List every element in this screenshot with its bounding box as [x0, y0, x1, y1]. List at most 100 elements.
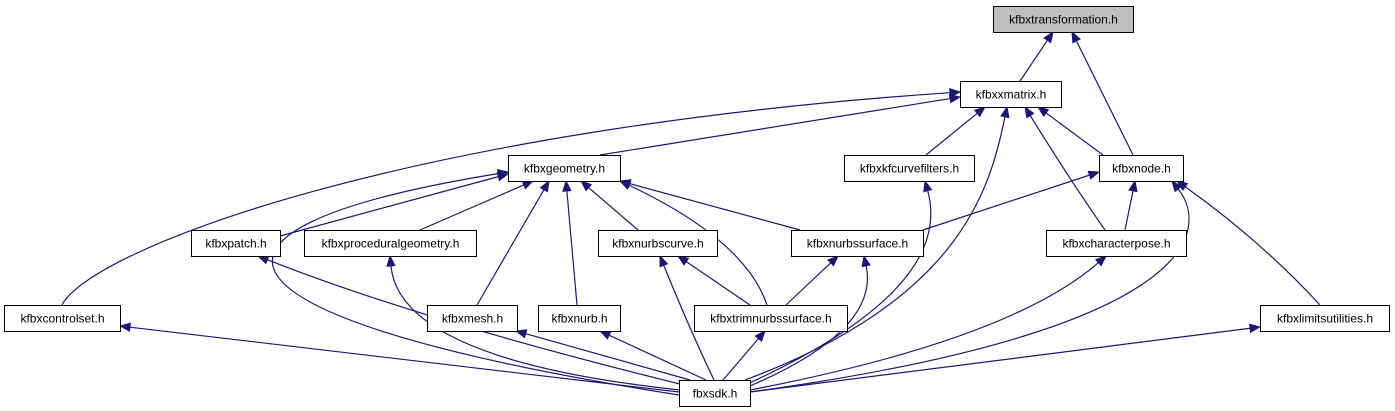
include-edge-kfbxtrimnurbssurface-to-kfbxnurbscurve	[676, 255, 751, 306]
edge-arrowhead	[861, 254, 871, 268]
node-label: fbxsdk.h	[693, 387, 738, 401]
dependency-edges	[61, 30, 1321, 396]
node-kfbxcharacterpose[interactable]: kfbxcharacterpose.h	[1046, 230, 1187, 257]
node-kfbxxmatrix[interactable]: kfbxxmatrix.h	[960, 81, 1062, 108]
node-box	[694, 305, 848, 332]
edge-arrowhead	[1128, 179, 1138, 193]
edge-arrowhead	[539, 179, 550, 193]
node-label: kfbxnode.h	[1112, 162, 1171, 176]
node-box	[427, 305, 518, 332]
include-edge-kfbxnurbscurve-to-kfbxgeometry	[579, 180, 639, 231]
edge-arrowhead	[948, 93, 962, 104]
edge-line	[722, 338, 759, 381]
node-kfbxcontrolset[interactable]: kfbxcontrolset.h	[4, 305, 121, 332]
edge-line	[1029, 115, 1106, 231]
node-label: kfbxpatch.h	[205, 237, 266, 251]
header-nodes: kfbxtransformation.h kfbxxmatrix.h kfbxgeo…	[4, 6, 1390, 407]
node-label: kfbxnurbscurve.h	[612, 237, 703, 251]
node-box	[993, 6, 1134, 33]
node-box	[191, 230, 281, 257]
node-kfbxtrimnurbssurface[interactable]: kfbxtrimnurbssurface.h	[694, 305, 848, 332]
edge-arrowhead	[514, 329, 528, 339]
node-kfbxlimitsutilities[interactable]: kfbxlimitsutilities.h	[1260, 305, 1390, 332]
include-edge-kfbxnurbssurface-to-kfbxnode	[922, 170, 1101, 231]
include-edge-kfbxkfcurvefilters-to-kfbxxmatrix	[925, 106, 987, 156]
node-kfbxnode[interactable]: kfbxnode.h	[1099, 155, 1184, 182]
edge-line	[271, 173, 680, 396]
include-edge-fbxsdk-to-kfbxtrimnurbssurface	[722, 329, 766, 381]
include-edge-kfbxgeometry-to-kfbxxmatrix	[599, 93, 962, 156]
node-label: kfbxproceduralgeometry.h	[322, 237, 460, 251]
edge-line	[419, 184, 525, 231]
edge-line	[1019, 39, 1048, 82]
node-box	[791, 230, 924, 257]
node-box	[1046, 230, 1187, 257]
edge-line	[61, 92, 951, 306]
edge-line	[1045, 112, 1104, 156]
node-label: kfbxxmatrix.h	[976, 88, 1047, 102]
edge-arrowhead	[598, 330, 612, 340]
node-box	[508, 155, 621, 182]
edge-line	[663, 265, 715, 381]
include-edge-fbxsdk-to-kfbxnode	[749, 179, 1190, 393]
edge-arrowhead	[923, 179, 933, 193]
include-edge-fbxsdk-to-kfbxgeometry	[271, 169, 680, 396]
node-box	[538, 305, 621, 332]
node-kfbxkfcurvefilters[interactable]: kfbxkfcurvefilters.h	[844, 155, 975, 182]
node-label: kfbxcharacterpose.h	[1062, 237, 1170, 251]
include-edge-kfbxmesh-to-kfbxgeometry	[476, 179, 550, 306]
edge-line	[599, 97, 951, 156]
node-kfbxtransformation: kfbxtransformation.h	[993, 6, 1134, 33]
node-kfbxnurb[interactable]: kfbxnurb.h	[538, 305, 621, 332]
edge-arrowhead	[496, 169, 510, 179]
edge-line	[129, 326, 680, 393]
edge-arrowhead	[973, 106, 987, 118]
edge-line	[744, 190, 932, 386]
node-label: kfbxkfcurvefilters.h	[860, 162, 959, 176]
include-edge-kfbxtrimnurbssurface-to-kfbxnurbssurface	[785, 255, 839, 306]
node-label: kfbxnurbssurface.h	[807, 237, 908, 251]
node-box	[960, 81, 1062, 108]
edge-line	[749, 327, 1251, 393]
include-edge-fbxsdk-to-kfbxcontrolset	[118, 322, 680, 393]
include-edge-kfbxpatch-to-kfbxgeometry	[279, 172, 510, 237]
edge-line	[685, 261, 751, 306]
include-edge-fbxsdk-to-kfbxlimitsutilities	[749, 323, 1262, 393]
edge-arrowhead	[1094, 255, 1108, 267]
edge-line	[628, 184, 768, 306]
edge-arrowhead	[521, 180, 535, 190]
edge-line	[390, 265, 681, 391]
node-kfbxpatch[interactable]: kfbxpatch.h	[191, 230, 281, 257]
node-kfbxproceduralgeometry[interactable]: kfbxproceduralgeometry.h	[304, 230, 477, 257]
edge-line	[566, 190, 578, 306]
node-box	[1099, 155, 1184, 182]
node-kfbxnurbssurface[interactable]: kfbxnurbssurface.h	[791, 230, 924, 257]
edge-arrowhead	[118, 322, 131, 332]
node-kfbxmesh[interactable]: kfbxmesh.h	[427, 305, 518, 332]
edge-arrowhead	[1087, 170, 1101, 180]
edge-arrowhead	[659, 254, 669, 268]
include-edge-kfbxnurb-to-kfbxgeometry	[562, 179, 578, 306]
node-fbxsdk[interactable]: fbxsdk.h	[679, 380, 751, 407]
node-label: kfbxtrimnurbssurface.h	[710, 312, 831, 326]
node-box	[1260, 305, 1390, 332]
include-edge-fbxsdk-to-kfbxproceduralgeometry	[386, 254, 681, 391]
node-kfbxnurbscurve[interactable]: kfbxnurbscurve.h	[598, 230, 718, 257]
include-edge-fbxsdk-to-kfbxcharacterpose	[749, 255, 1108, 391]
edge-line	[749, 188, 1190, 393]
include-edge-kfbxnurbssurface-to-kfbxgeometry	[618, 179, 801, 231]
include-edge-kfbxcontrolset-to-kfbxxmatrix	[61, 87, 962, 306]
edge-line	[629, 183, 801, 231]
include-edge-fbxsdk-to-kfbxkfcurvefilters	[744, 179, 933, 386]
edge-arrowhead	[579, 180, 593, 192]
node-kfbxgeometry[interactable]: kfbxgeometry.h	[508, 155, 621, 182]
edge-line	[476, 189, 545, 306]
include-edge-fbxsdk-to-kfbxnurbscurve	[659, 254, 715, 381]
edge-line	[1075, 40, 1134, 156]
edge-arrowhead	[1000, 105, 1010, 119]
node-box	[4, 305, 121, 332]
edge-line	[279, 176, 499, 237]
edge-line	[1184, 186, 1321, 306]
edge-arrowhead	[386, 254, 396, 267]
